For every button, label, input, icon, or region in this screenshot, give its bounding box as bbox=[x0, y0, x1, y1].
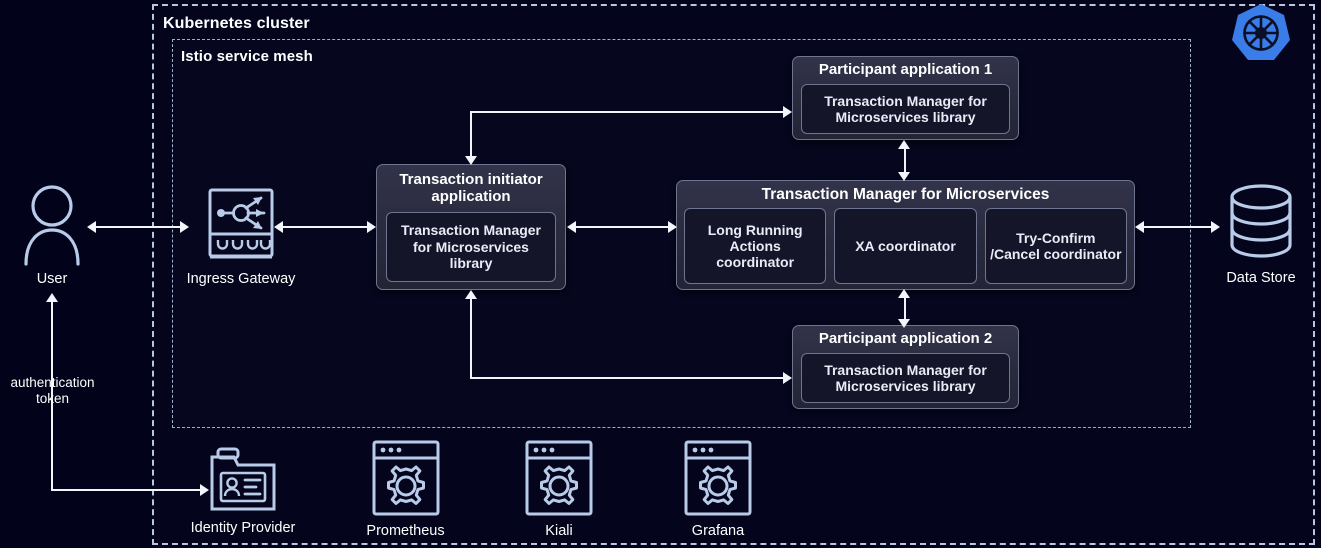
node-user-label: User bbox=[36, 271, 68, 287]
ingress-gateway-icon bbox=[208, 188, 274, 259]
edge-initiator-tmm bbox=[576, 226, 668, 228]
node-data-store: Data Store bbox=[1210, 183, 1312, 286]
card-transaction-initiator-title: Transaction initiator application bbox=[399, 171, 543, 205]
node-user: User bbox=[14, 182, 90, 287]
node-kiali: Kiali bbox=[520, 438, 598, 539]
edge-ingress-initiator-arrow-right bbox=[367, 221, 376, 233]
edge-tmm-datastore-arrow-left bbox=[1135, 221, 1144, 233]
edge-initiator-participant2-vertical bbox=[470, 296, 472, 378]
subcard-long-running-actions-coordinator[interactable]: Long Running Actions coordinator bbox=[684, 208, 827, 284]
edge-tmm-participant1-arrow-down bbox=[898, 172, 910, 181]
card-tmm-title: Transaction Manager for Microservices bbox=[761, 186, 1050, 203]
edge-initiator-participant1-arrow-down bbox=[465, 156, 477, 165]
edge-initiator-participant2-arrow-up bbox=[465, 290, 477, 299]
edge-tmm-datastore bbox=[1144, 226, 1211, 228]
edge-tmm-participant2-arrow-up bbox=[898, 289, 910, 298]
region-istio-service-mesh bbox=[172, 39, 1191, 428]
edge-user-identity-horizontal bbox=[51, 489, 200, 491]
edge-user-ingress bbox=[96, 226, 180, 228]
node-identity-provider-label: Identity Provider bbox=[190, 520, 296, 536]
subcard-try-confirm-cancel-coordinator[interactable]: Try-Confirm /Cancel coordinator bbox=[984, 208, 1127, 284]
tmm-coordinators-row: Long Running Actions coordinator XA coor… bbox=[684, 208, 1127, 284]
card-participant-application-1[interactable]: Participant application 1 Transaction Ma… bbox=[792, 56, 1019, 140]
edge-user-ingress-arrow-left bbox=[87, 221, 96, 233]
node-grafana: Grafana bbox=[678, 438, 758, 539]
identity-card-icon bbox=[210, 447, 276, 511]
edge-tmm-participant2 bbox=[904, 297, 906, 323]
region-kubernetes-cluster bbox=[152, 4, 1315, 545]
card-transaction-manager-for-microservices[interactable]: Transaction Manager for Microservices Lo… bbox=[676, 180, 1135, 290]
database-icon bbox=[1230, 184, 1292, 258]
edge-ingress-initiator bbox=[283, 226, 367, 228]
region-kubernetes-cluster-label: Kubernetes cluster bbox=[163, 15, 310, 32]
node-kiali-label: Kiali bbox=[545, 523, 573, 539]
card-participant-application-2[interactable]: Participant application 2 Transaction Ma… bbox=[792, 325, 1019, 409]
subcard-tmm-library-initiator[interactable]: Transaction Manager for Microservices li… bbox=[386, 211, 556, 282]
region-istio-service-mesh-label: Istio service mesh bbox=[181, 48, 313, 65]
subcard-tmm-library-participant-1[interactable]: Transaction Manager for Microservices li… bbox=[801, 83, 1010, 134]
edge-initiator-participant2-arrow-right bbox=[783, 372, 792, 384]
edge-authentication-token-label: authentication token bbox=[10, 375, 95, 407]
edge-tmm-participant2-arrow-down bbox=[898, 319, 910, 328]
node-identity-provider: Identity Provider bbox=[182, 443, 304, 536]
edge-user-identity-arrow-right bbox=[200, 484, 209, 496]
edge-initiator-participant1-vertical bbox=[470, 112, 472, 160]
node-ingress-gateway-label: Ingress Gateway bbox=[186, 271, 296, 287]
card-participant-2-title: Participant application 2 bbox=[818, 330, 993, 347]
edge-initiator-participant1-arrow-right bbox=[783, 106, 792, 118]
edge-ingress-initiator-arrow-left bbox=[274, 221, 283, 233]
subcard-xa-coordinator[interactable]: XA coordinator bbox=[834, 208, 977, 284]
card-transaction-initiator-application[interactable]: Transaction initiator application Transa… bbox=[376, 164, 566, 290]
user-icon bbox=[24, 185, 80, 266]
browser-gear-icon bbox=[372, 440, 439, 516]
node-grafana-label: Grafana bbox=[691, 523, 745, 539]
node-ingress-gateway: Ingress Gateway bbox=[185, 186, 297, 287]
node-data-store-label: Data Store bbox=[1226, 270, 1296, 286]
edge-user-ingress-arrow-right bbox=[180, 221, 189, 233]
edge-initiator-participant2-horizontal bbox=[470, 377, 783, 379]
subcard-tmm-library-participant-2[interactable]: Transaction Manager for Microservices li… bbox=[801, 352, 1010, 403]
node-prometheus: Prometheus bbox=[353, 438, 458, 539]
card-participant-1-title: Participant application 1 bbox=[818, 61, 993, 78]
node-prometheus-label: Prometheus bbox=[366, 523, 445, 539]
browser-gear-icon bbox=[684, 440, 752, 516]
edge-initiator-participant1-horizontal bbox=[470, 111, 783, 113]
edge-user-identity-arrow-up bbox=[46, 293, 58, 302]
edge-initiator-tmm-arrow-left bbox=[567, 221, 576, 233]
edge-tmm-participant1 bbox=[904, 148, 906, 174]
edge-initiator-tmm-arrow-right bbox=[668, 221, 677, 233]
kubernetes-logo bbox=[1228, 2, 1294, 69]
edge-tmm-datastore-arrow-right bbox=[1211, 221, 1220, 233]
browser-gear-icon bbox=[525, 440, 593, 516]
edge-user-identity-vertical bbox=[51, 300, 53, 490]
edge-tmm-participant1-arrow-up bbox=[898, 140, 910, 149]
